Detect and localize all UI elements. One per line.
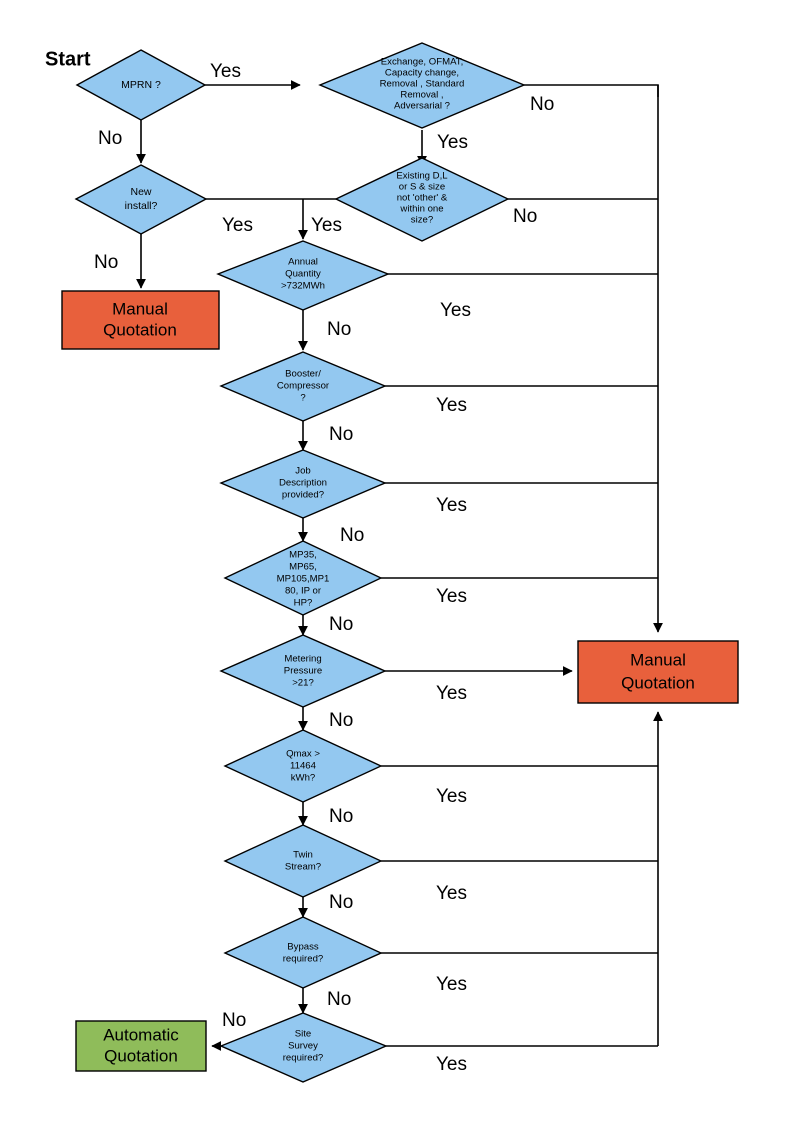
decision-exchange-line-4: Adversarial ? <box>394 101 450 112</box>
decision-mprn-label: MPRN ? <box>121 79 161 91</box>
terminal-manual-quotation-left[interactable]: Manual Quotation <box>61 290 220 350</box>
decision-jobdesc-line-2: provided? <box>282 490 324 501</box>
decision-existing-line-0: Existing D,L <box>396 171 448 182</box>
decision-job-description[interactable]: Job Description provided? <box>219 449 387 519</box>
decision-existing-line-2: not 'other' & <box>397 193 448 204</box>
decision-new-install-line-1: install? <box>125 200 158 212</box>
label-jobdesc-no: No <box>340 525 364 546</box>
label-qmax-yes: Yes <box>436 786 467 807</box>
decision-annual-line-2: >732MWh <box>281 281 325 292</box>
decision-booster-compressor[interactable]: Booster/ Compressor ? <box>219 351 387 422</box>
decision-jobdesc-line-1: Description <box>279 478 327 489</box>
label-sitesurvey-yes: Yes <box>436 1054 467 1075</box>
decision-qmax[interactable]: Qmax > 11464 kWh? <box>223 729 383 803</box>
label-metering-no: No <box>329 710 353 731</box>
automatic-line-1: Quotation <box>104 1046 178 1065</box>
manual-right-line-1: Quotation <box>621 673 695 692</box>
decision-metering-line-0: Metering <box>284 654 321 665</box>
label-newinstall-no: No <box>94 252 118 273</box>
label-booster-yes: Yes <box>436 395 467 416</box>
label-qmax-no: No <box>329 806 353 827</box>
decision-sitesurvey-line-1: Survey <box>288 1041 318 1052</box>
decision-metering-line-2: >21? <box>292 678 314 689</box>
decision-metering-line-1: Pressure <box>284 666 322 677</box>
edges-layer <box>136 80 663 1051</box>
decision-qmax-line-2: kWh? <box>291 773 316 784</box>
decision-mprn[interactable]: MPRN ? <box>75 49 207 121</box>
decision-existing-line-4: size? <box>411 215 433 226</box>
label-annual-no: No <box>327 319 351 340</box>
decision-exchange-line-3: Removal , <box>400 90 443 101</box>
label-existing-no: No <box>513 206 537 227</box>
decision-bypass-line-1: required? <box>283 954 324 965</box>
manual-left-line-0: Manual <box>112 299 168 318</box>
decision-mp-codes[interactable]: MP35, MP65, MP105,MP1 80, IP or HP? <box>223 540 383 616</box>
label-twin-no: No <box>329 892 353 913</box>
decision-mpcodes-line-3: 80, IP or <box>285 586 322 597</box>
edge-labels-layer: Yes No No Yes Yes No No Yes Yes No Yes N… <box>94 61 554 1075</box>
decision-mpcodes-line-0: MP35, <box>289 550 317 561</box>
decision-existing-dls[interactable]: Existing D,L or S & size not 'other' & w… <box>334 157 510 242</box>
decision-qmax-line-0: Qmax > <box>286 749 320 760</box>
decision-mpcodes-line-2: MP105,MP1 <box>277 574 330 585</box>
decision-metering-pressure[interactable]: Metering Pressure >21? <box>219 634 387 708</box>
decision-booster-line-1: Compressor <box>277 381 330 392</box>
label-annual-yes: Yes <box>440 300 471 321</box>
label-mpcodes-no: No <box>329 614 353 635</box>
decision-new-install-line-0: New <box>130 186 151 198</box>
decision-twin-line-0: Twin <box>293 850 313 861</box>
decision-sitesurvey-line-0: Site <box>295 1029 312 1040</box>
decision-mpcodes-line-1: MP65, <box>289 562 317 573</box>
manual-left-line-1: Quotation <box>103 320 177 339</box>
label-bypass-yes: Yes <box>436 974 467 995</box>
decision-bypass-line-0: Bypass <box>287 942 319 953</box>
decision-exchange-line-2: Removal , Standard <box>380 79 465 90</box>
decision-annual-line-0: Annual <box>288 257 318 268</box>
label-mprn-yes: Yes <box>210 61 241 82</box>
manual-right-line-0: Manual <box>630 650 686 669</box>
label-metering-yes: Yes <box>436 683 467 704</box>
decision-annual-line-1: Quantity <box>285 269 321 280</box>
label-jobdesc-yes: Yes <box>436 495 467 516</box>
decision-booster-line-0: Booster/ <box>285 369 321 380</box>
decision-existing-line-1: or S & size <box>399 182 445 193</box>
label-mpcodes-yes: Yes <box>436 586 467 607</box>
decision-existing-line-3: within one <box>399 204 443 215</box>
decision-exchange[interactable]: Exchange, OFMAT, Capacity change, Remova… <box>318 42 526 129</box>
decision-annual-quantity[interactable]: Annual Quantity >732MWh <box>216 240 390 311</box>
page-title: Start <box>45 48 91 70</box>
decision-twin-stream[interactable]: Twin Stream? <box>223 824 383 898</box>
label-bypass-no: No <box>327 989 351 1010</box>
decision-mpcodes-line-4: HP? <box>294 598 313 609</box>
decision-qmax-line-1: 11464 <box>290 761 317 772</box>
decision-new-install[interactable]: New install? <box>74 164 208 235</box>
decision-bypass[interactable]: Bypass required? <box>223 916 383 989</box>
label-exchange-yes: Yes <box>437 132 468 153</box>
terminal-manual-quotation-right[interactable]: Manual Quotation <box>577 640 739 704</box>
terminal-automatic-quotation[interactable]: Automatic Quotation <box>75 1020 207 1072</box>
label-existing-yes: Yes <box>311 215 342 236</box>
label-twin-yes: Yes <box>436 883 467 904</box>
decision-twin-line-1: Stream? <box>285 862 321 873</box>
label-exchange-no: No <box>530 94 554 115</box>
decision-sitesurvey-line-2: required? <box>283 1053 324 1064</box>
label-booster-no: No <box>329 424 353 445</box>
automatic-line-0: Automatic <box>103 1025 179 1044</box>
decision-exchange-line-1: Capacity change, <box>385 68 459 79</box>
decision-site-survey[interactable]: Site Survey required? <box>219 1012 388 1083</box>
label-mprn-no: No <box>98 128 122 149</box>
decision-jobdesc-line-0: Job <box>295 466 310 477</box>
decision-exchange-line-0: Exchange, OFMAT, <box>381 57 463 68</box>
label-sitesurvey-no: No <box>222 1010 246 1031</box>
label-newinstall-yes: Yes <box>222 215 253 236</box>
decision-booster-line-2: ? <box>300 393 305 404</box>
